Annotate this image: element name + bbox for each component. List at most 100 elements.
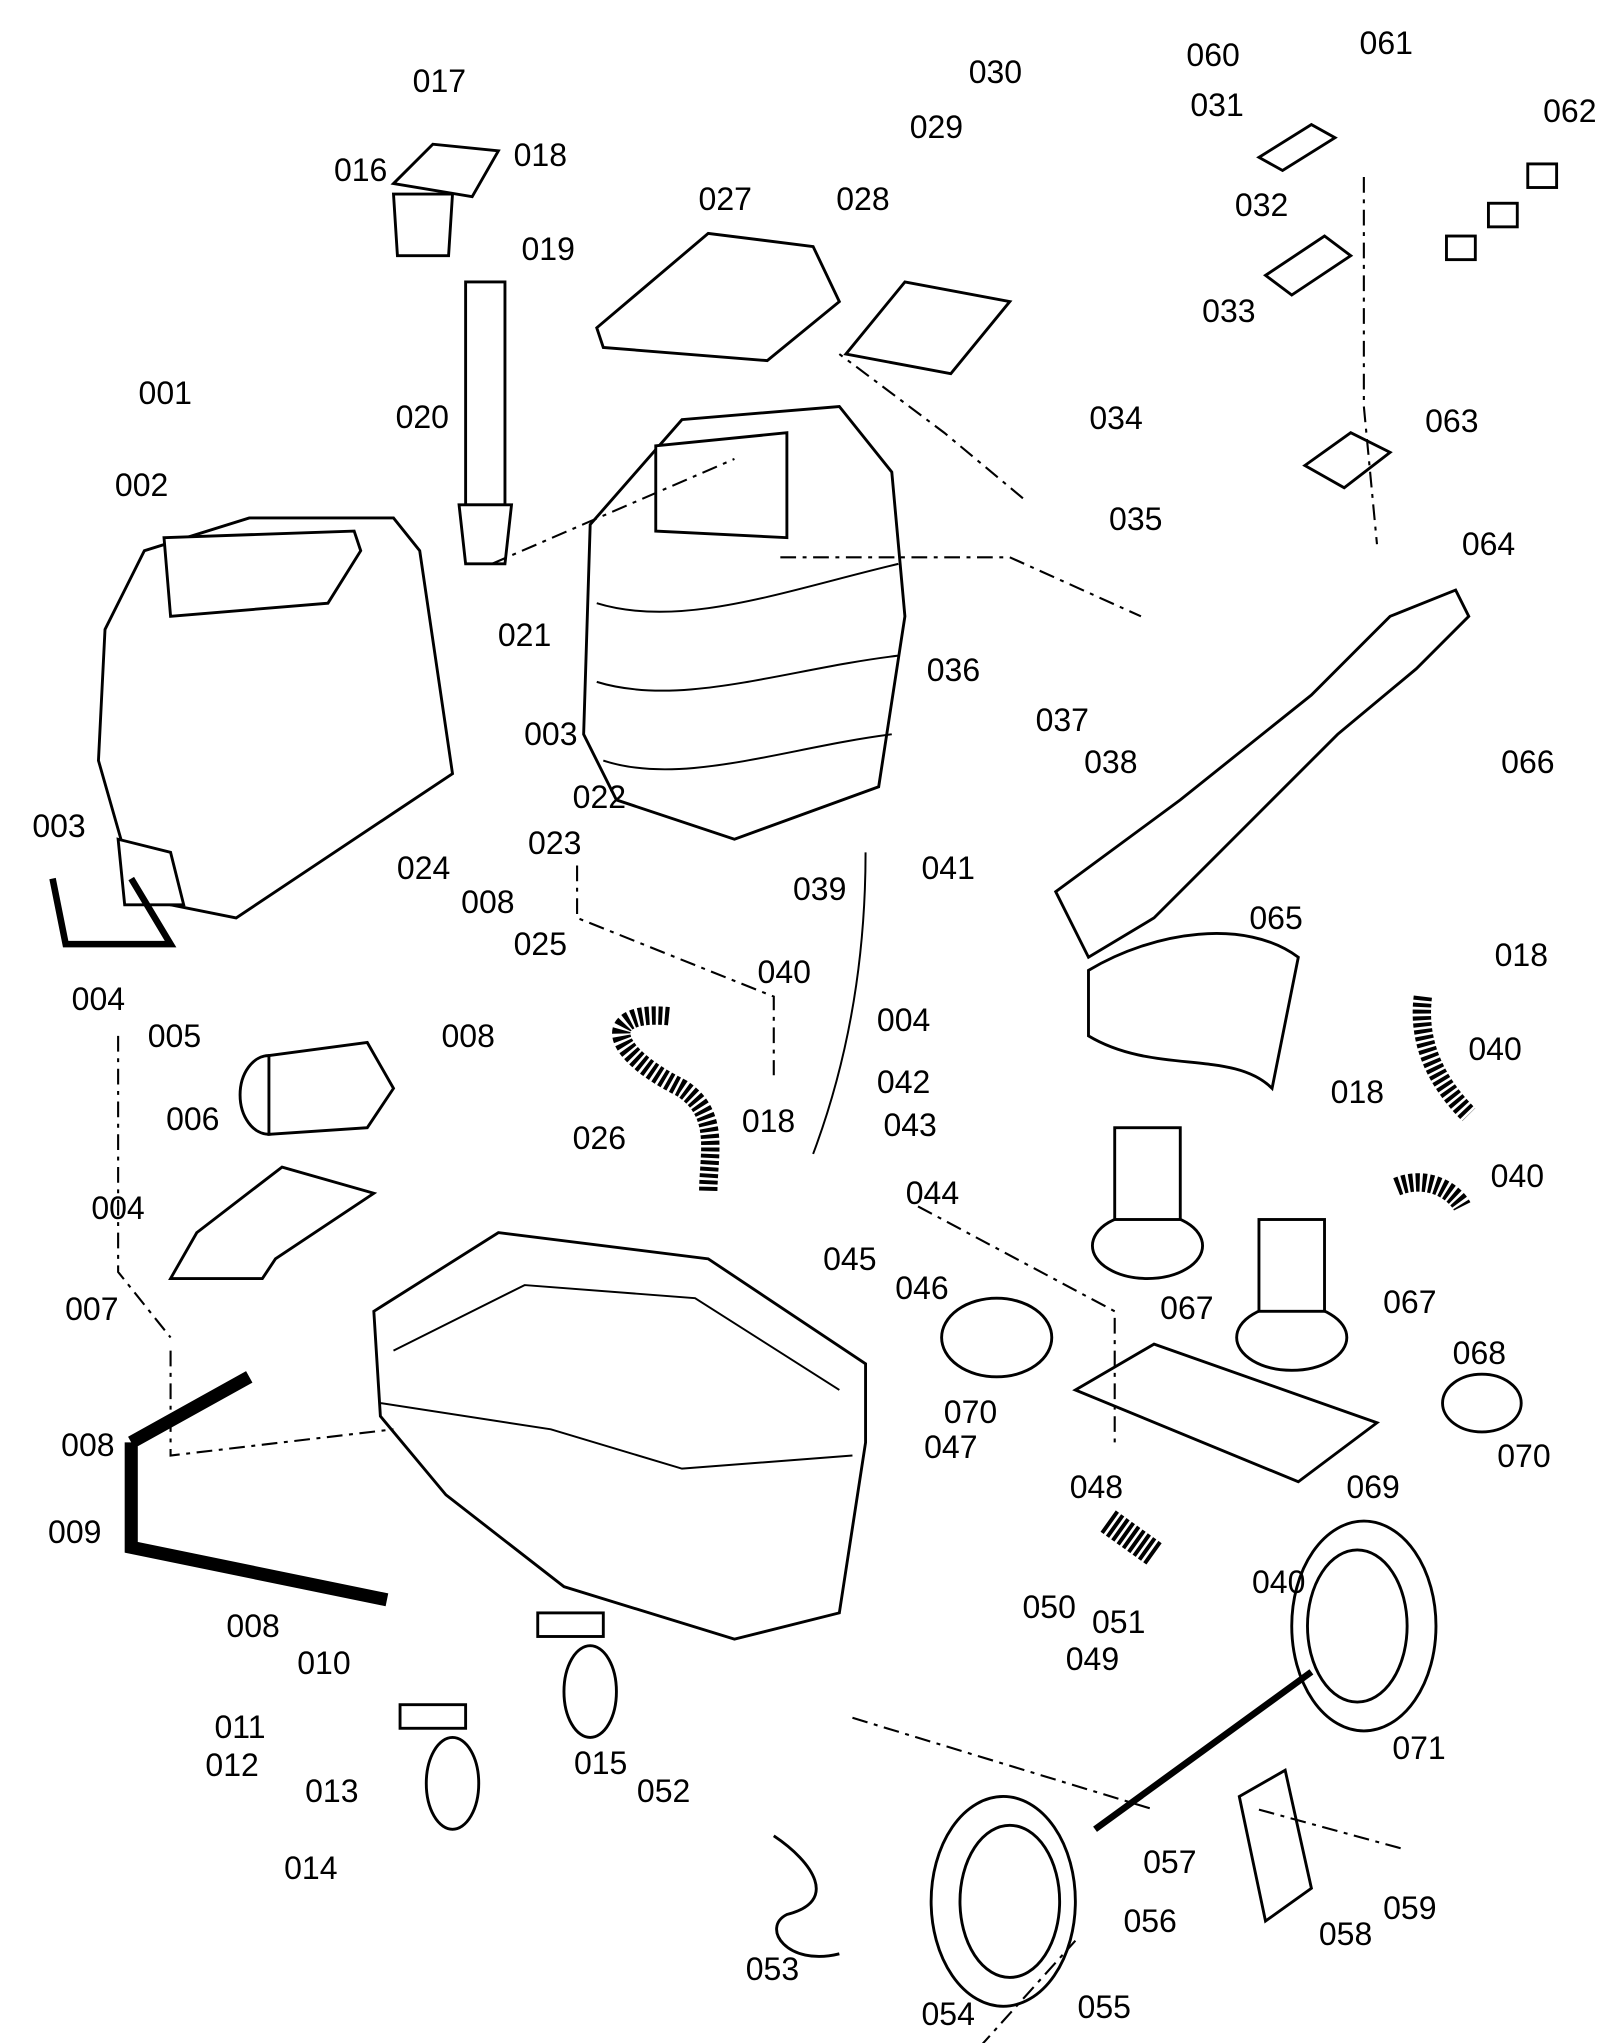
- part-label-003: 003: [524, 716, 578, 753]
- part-label-012: 012: [205, 1747, 259, 1784]
- handle-assembly: [1053, 588, 1471, 960]
- recovery-tank: [582, 405, 907, 841]
- part-label-064: 064: [1461, 526, 1516, 563]
- part-label-027: 027: [698, 181, 752, 218]
- part-label-050: 050: [1022, 1588, 1076, 1625]
- housing-cover: [97, 516, 455, 920]
- pump: [238, 1040, 396, 1136]
- part-label-040: 040: [757, 953, 811, 990]
- part-label-015: 015: [573, 1744, 628, 1781]
- part-label-002: 002: [114, 467, 169, 504]
- part-label-058: 058: [1318, 1916, 1373, 1953]
- pump-bracket: [168, 1165, 378, 1280]
- part-label-065: 065: [1249, 900, 1303, 937]
- part-label-018: 018: [513, 136, 568, 173]
- part-label-018: 018: [1330, 1074, 1385, 1111]
- part-label-011: 011: [214, 1709, 266, 1746]
- part-label-026: 026: [572, 1120, 627, 1157]
- part-label-022: 022: [572, 779, 627, 816]
- part-label-038: 038: [1084, 743, 1138, 780]
- part-label-019: 019: [521, 231, 575, 268]
- rocker-switch: [1486, 201, 1519, 229]
- part-label-021: 021: [497, 616, 552, 653]
- part-label-009: 009: [48, 1513, 102, 1550]
- part-label-046: 046: [895, 1269, 949, 1306]
- part-label-068: 068: [1452, 1335, 1507, 1372]
- part-label-001: 001: [138, 375, 192, 412]
- hose: [612, 1006, 720, 1194]
- part-label-047: 047: [924, 1428, 978, 1465]
- bumper-strip: [49, 876, 177, 948]
- part-label-037: 037: [1035, 702, 1089, 738]
- switch-panel: [1263, 234, 1354, 297]
- part-label-051: 051: [1091, 1604, 1146, 1641]
- wand-tube: [124, 1371, 389, 1607]
- part-label-044: 044: [905, 1175, 960, 1212]
- switch-plate: [1256, 122, 1338, 173]
- part-label-028: 028: [836, 181, 890, 218]
- part-label-036: 036: [926, 652, 981, 689]
- caster: [536, 1611, 618, 1739]
- part-label-067: 067: [1383, 1284, 1437, 1321]
- part-label-014: 014: [284, 1849, 338, 1886]
- part-label-018: 018: [741, 1103, 796, 1140]
- part-label-006: 006: [166, 1100, 220, 1137]
- part-label-054: 054: [921, 1996, 975, 2033]
- base-housing: [372, 1231, 868, 1641]
- part-label-034: 034: [1089, 400, 1143, 437]
- part-label-031: 031: [1190, 86, 1244, 123]
- hose: [1100, 1510, 1162, 1565]
- hose: [1412, 995, 1476, 1122]
- gasket: [940, 1296, 1054, 1379]
- part-label-055: 055: [1077, 1988, 1131, 2025]
- part-label-010: 010: [297, 1644, 351, 1681]
- part-label-025: 025: [513, 926, 568, 963]
- filter-basket: [391, 192, 455, 258]
- part-label-062: 062: [1543, 93, 1597, 130]
- part-label-040: 040: [1468, 1031, 1522, 1068]
- part-label-041: 041: [921, 850, 975, 887]
- part-label-020: 020: [395, 399, 449, 436]
- axle: [1093, 1669, 1314, 1832]
- part-label-008: 008: [461, 884, 515, 921]
- part-label-016: 016: [333, 152, 388, 189]
- lid-gasket: [843, 280, 1013, 376]
- part-label-035: 035: [1109, 501, 1163, 538]
- part-label-007: 007: [65, 1290, 119, 1327]
- rocker-switch: [1526, 162, 1559, 189]
- part-label-013: 013: [305, 1773, 359, 1810]
- part-label-005: 005: [147, 1018, 202, 1055]
- part-label-008: 008: [61, 1427, 115, 1464]
- gasket: [1441, 1372, 1523, 1434]
- part-label-033: 033: [1202, 292, 1256, 329]
- part-label-008: 008: [226, 1608, 280, 1645]
- rocker-switch: [1445, 234, 1477, 262]
- filter-cap: [390, 142, 501, 199]
- vacuum-motor: [1090, 1126, 1205, 1280]
- part-label-063: 063: [1425, 402, 1479, 439]
- part-label-053: 053: [745, 1950, 800, 1987]
- part-label-008: 008: [441, 1018, 495, 1055]
- part-label-043: 043: [883, 1107, 937, 1144]
- part-label-070: 070: [943, 1394, 998, 1431]
- vacuum-motor: [1235, 1218, 1349, 1372]
- part-label-059: 059: [1383, 1890, 1437, 1927]
- part-label-032: 032: [1234, 186, 1289, 223]
- caster: [398, 1703, 481, 1831]
- part-label-004: 004: [71, 981, 126, 1018]
- part-label-004: 004: [91, 1189, 145, 1226]
- part-label-018: 018: [1494, 936, 1548, 973]
- part-label-048: 048: [1069, 1469, 1124, 1506]
- part-label-039: 039: [792, 871, 847, 908]
- part-label-045: 045: [823, 1241, 877, 1278]
- part-label-024: 024: [396, 850, 451, 887]
- part-label-061: 061: [1359, 25, 1413, 62]
- part-label-067: 067: [1160, 1289, 1214, 1326]
- part-label-056: 056: [1123, 1903, 1177, 1940]
- part-label-004: 004: [876, 1002, 931, 1039]
- part-label-023: 023: [528, 825, 582, 862]
- tank-lid: [595, 231, 842, 363]
- part-label-071: 071: [1392, 1730, 1446, 1767]
- part-label-029: 029: [909, 109, 964, 146]
